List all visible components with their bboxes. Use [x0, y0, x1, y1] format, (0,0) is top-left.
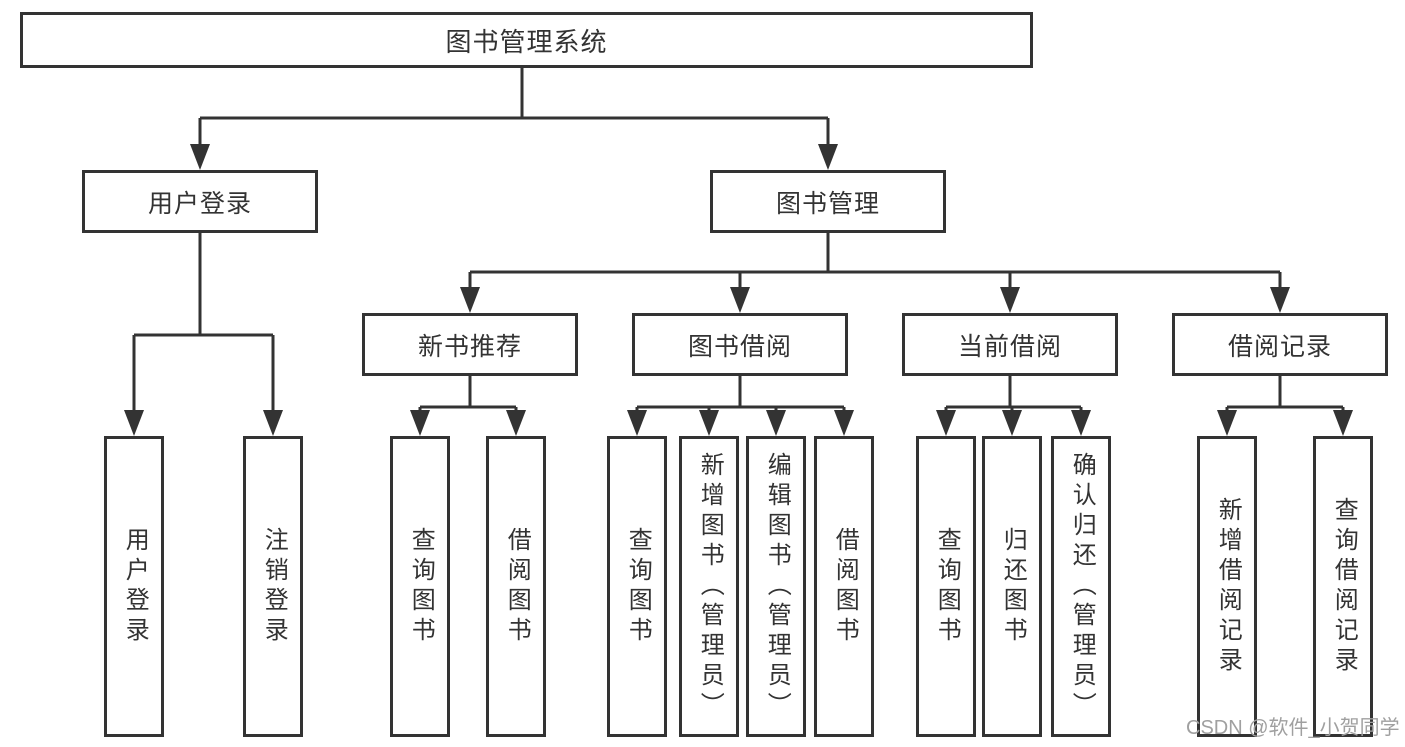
leaf-label: 查询图书 — [624, 526, 652, 647]
leaf-confirm-return-admin: 确认归还（管理员） — [1051, 436, 1111, 737]
connector-current-borrow-to-leaves — [944, 376, 1083, 412]
leaf-edit-books-admin: 编辑图书（管理员） — [746, 436, 806, 737]
leaf-label: 注销登录 — [260, 526, 288, 647]
leaf-label: 借阅图书 — [831, 526, 859, 647]
leaf-user-login: 用户登录 — [104, 436, 164, 737]
leaf-label: 归还图书 — [999, 526, 1027, 647]
node-label: 新书推荐 — [417, 332, 522, 361]
leaf-label: 查询图书 — [407, 526, 435, 647]
leaf-label: 新增图书（管理员） — [696, 451, 724, 722]
leaf-query-borrow-record: 查询借阅记录 — [1313, 436, 1373, 737]
leaf-borrow-books-borrowing: 借阅图书 — [814, 436, 874, 737]
connector-new-book-to-leaves — [418, 376, 518, 412]
leaf-label: 新增借阅记录 — [1214, 496, 1242, 677]
connector-user-login-to-leaves — [132, 233, 275, 412]
node-library-management-system: 图书管理系统 — [20, 12, 1033, 68]
leaf-query-books-current: 查询图书 — [916, 436, 976, 737]
leaf-label: 查询图书 — [933, 526, 961, 647]
connector-book-management-to-level3 — [468, 233, 1282, 289]
node-label: 图书借阅 — [687, 332, 792, 361]
leaf-return-books: 归还图书 — [982, 436, 1042, 737]
leaf-label: 用户登录 — [121, 526, 149, 647]
leaf-query-books-new-book: 查询图书 — [390, 436, 450, 737]
node-current-borrowing: 当前借阅 — [902, 313, 1118, 376]
leaf-label: 借阅图书 — [503, 526, 531, 647]
node-book-borrowing: 图书借阅 — [632, 313, 848, 376]
leaf-label: 编辑图书（管理员） — [763, 451, 791, 722]
node-user-login: 用户登录 — [82, 170, 318, 233]
leaf-query-books-borrowing: 查询图书 — [607, 436, 667, 737]
leaf-label: 确认归还（管理员） — [1068, 451, 1096, 722]
leaf-add-borrow-record: 新增借阅记录 — [1197, 436, 1257, 737]
leaf-label: 查询借阅记录 — [1330, 496, 1358, 677]
node-book-management: 图书管理 — [710, 170, 946, 233]
leaf-add-books-admin: 新增图书（管理员） — [679, 436, 739, 737]
leaf-logout: 注销登录 — [243, 436, 303, 737]
connector-borrow-records-to-leaves — [1225, 376, 1345, 412]
node-new-book-recommendation: 新书推荐 — [362, 313, 578, 376]
node-label: 图书管理系统 — [445, 26, 608, 57]
node-borrowing-records: 借阅记录 — [1172, 313, 1388, 376]
node-label: 借阅记录 — [1227, 332, 1332, 361]
node-label: 用户登录 — [147, 189, 252, 218]
node-label: 图书管理 — [775, 189, 880, 218]
node-label: 当前借阅 — [957, 332, 1062, 361]
connector-root-to-level2 — [198, 68, 830, 146]
csdn-watermark: CSDN @软件_小贺同学 — [1186, 717, 1400, 739]
connector-book-borrow-to-leaves — [635, 376, 846, 412]
leaf-borrow-books-new-book: 借阅图书 — [486, 436, 546, 737]
